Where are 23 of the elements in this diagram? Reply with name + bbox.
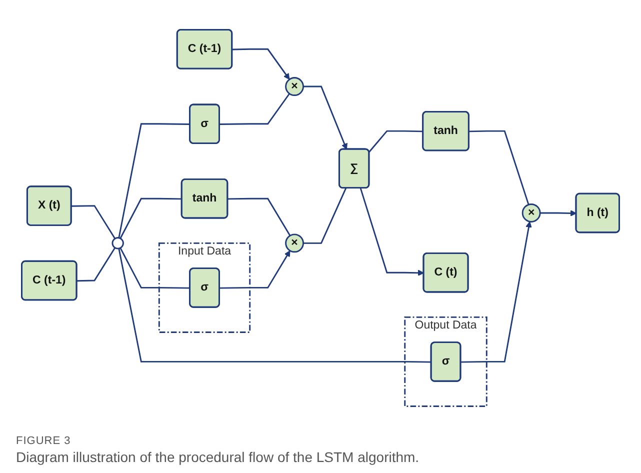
connector [368, 130, 424, 153]
connector [469, 130, 530, 206]
caption: Diagram illustration of the procedural flow of the LSTM algorithm. [16, 449, 420, 465]
connector [303, 188, 347, 244]
arrow [220, 250, 290, 290]
connector [220, 94, 290, 126]
connector [76, 248, 116, 282]
connector [120, 198, 182, 240]
connector [118, 248, 432, 364]
arrow [303, 86, 348, 150]
arrow [232, 48, 290, 80]
node-circle: × [285, 234, 304, 254]
connector [228, 198, 291, 236]
connector [118, 124, 190, 238]
connector [71, 206, 116, 240]
connector [120, 248, 190, 290]
node-circle [112, 238, 124, 250]
node-circle: × [522, 204, 541, 223]
arrow [360, 188, 424, 277]
arrow [460, 222, 532, 364]
node-circle: × [285, 78, 304, 96]
arrow [540, 210, 577, 217]
figure-label: FIGURE 3 [16, 435, 72, 447]
